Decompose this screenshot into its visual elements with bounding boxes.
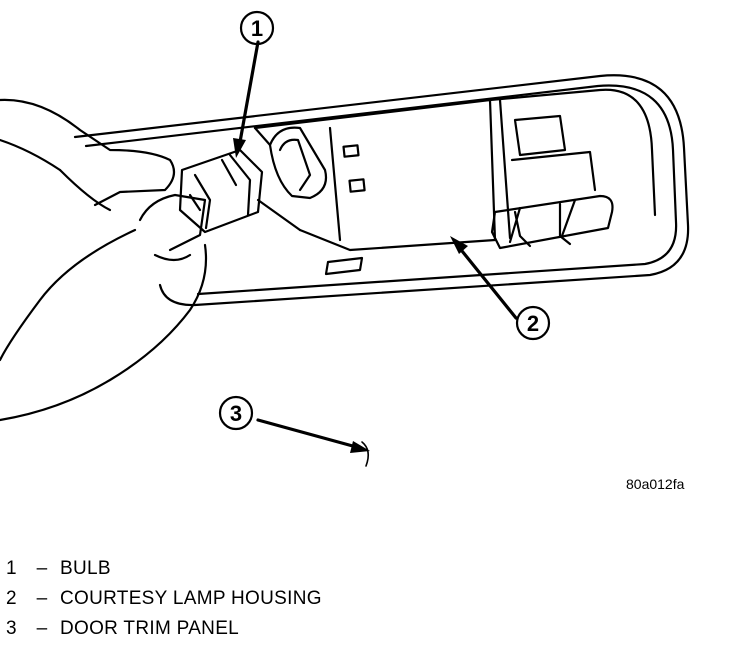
legend-separator: – — [36, 618, 48, 639]
courtesy-lamp-housing — [73, 74, 690, 307]
legend-item: 3 – DOOR TRIM PANEL — [6, 614, 322, 644]
legend: 1 – BULB 2 – COURTESY LAMP HOUSING 3 – D… — [6, 554, 322, 644]
legend-item: 2 – COURTESY LAMP HOUSING — [6, 584, 322, 614]
callout-2-arrowhead — [450, 236, 468, 254]
callout-2-number: 2 — [527, 311, 539, 336]
callout-3-circle — [218, 395, 254, 431]
hand-illustration — [0, 98, 208, 422]
legend-item: 1 – BULB — [6, 554, 322, 584]
callout-1-number: 1 — [251, 16, 263, 41]
legend-number: 2 — [6, 588, 17, 609]
callout-3-arrowhead — [350, 441, 370, 453]
legend-number: 1 — [6, 558, 17, 579]
legend-separator: – — [36, 588, 48, 609]
callout-1-arrowhead — [233, 138, 246, 158]
figure-id: 80a012fa — [626, 476, 685, 492]
legend-label: DOOR TRIM PANEL — [60, 618, 240, 639]
bulb — [178, 148, 264, 234]
legend-number: 3 — [6, 618, 17, 639]
callout-2-circle — [515, 305, 551, 341]
legend-separator: – — [36, 558, 48, 579]
callout-leaders — [238, 40, 518, 467]
lamp-removal-illustration: 1 2 3 — [0, 10, 690, 467]
callout-3-number: 3 — [230, 401, 242, 426]
callout-1-circle — [239, 10, 275, 46]
legend-label: COURTESY LAMP HOUSING — [60, 588, 322, 609]
legend-label: BULB — [60, 558, 111, 579]
